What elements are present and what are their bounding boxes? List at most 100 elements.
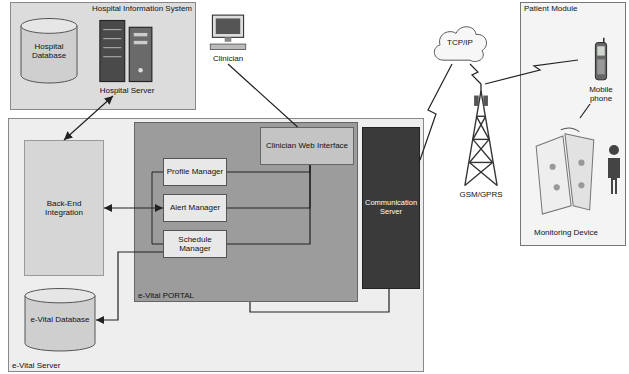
server-icon: Hospital Server bbox=[92, 16, 162, 96]
svg-rect bbox=[597, 59, 604, 74]
text-holder: Monitoring Device bbox=[530, 228, 602, 237]
text-holder: Schedule Manager bbox=[163, 230, 227, 258]
process-box: Clinician Web Interface bbox=[260, 127, 354, 165]
text-holder: e-Vital Server bbox=[12, 361, 420, 370]
connector bbox=[227, 165, 310, 172]
svg-line bbox=[103, 29, 121, 30]
network-cloud: TCP/IP bbox=[430, 22, 490, 64]
svg-rect bbox=[595, 43, 606, 80]
antenna-tower: GSM/GPRS bbox=[446, 84, 516, 200]
node-label: e-Vital Server bbox=[12, 361, 420, 370]
server-icon-shape bbox=[92, 16, 162, 84]
node-label: e-Vital Database bbox=[27, 315, 93, 324]
node-fill bbox=[135, 123, 358, 302]
node-fill bbox=[11, 3, 196, 110]
computer-icon-shape bbox=[200, 14, 256, 52]
svg-rect bbox=[597, 46, 604, 55]
connector bbox=[64, 96, 113, 140]
text-holder: Hospital Information System bbox=[14, 4, 192, 13]
phone-icon: Mobile phone bbox=[578, 36, 624, 104]
connector bbox=[470, 64, 481, 84]
node-label: Hospital Database bbox=[23, 42, 75, 60]
svg-path bbox=[565, 134, 594, 210]
node-label: e-Vital PORTAL bbox=[138, 291, 354, 300]
node-label: TCP/IP bbox=[433, 38, 487, 47]
text-holder: Alert Manager bbox=[163, 194, 227, 222]
module-box: Patient ModuleMobile phoneMonitoring Dev… bbox=[520, 2, 626, 246]
svg-circle bbox=[578, 160, 584, 166]
computer-icon: Clinician bbox=[200, 14, 256, 64]
server-box: Communication Server bbox=[362, 127, 420, 289]
node-label: Alert Manager bbox=[166, 203, 224, 212]
node-label: Back-End Integration bbox=[27, 199, 101, 217]
process-box: Schedule Manager bbox=[163, 230, 227, 258]
text-holder: Communication Server bbox=[362, 127, 420, 289]
database-cylinder: Hospital Database bbox=[20, 18, 78, 84]
svg-path bbox=[25, 296, 95, 351]
svg-line bbox=[473, 139, 493, 162]
process-box: Back-End Integration bbox=[24, 140, 104, 276]
svg-g bbox=[465, 91, 497, 186]
connector bbox=[485, 60, 578, 84]
portal-box: e-Vital PORTAL Clinician Web InterfacePro… bbox=[134, 122, 358, 302]
svg-line bbox=[473, 139, 489, 140]
text-holder: Profile Manager bbox=[163, 158, 227, 186]
device-illustration: Monitoring Device bbox=[530, 118, 602, 238]
text-holder: Hospital Database bbox=[20, 18, 78, 84]
node-label: Clinician bbox=[200, 54, 256, 63]
text-holder: Hospital Server bbox=[92, 86, 162, 95]
node-label: Communication Server bbox=[365, 199, 417, 216]
text-holder: Clinician Web Interface bbox=[260, 127, 354, 165]
svg-rect bbox=[474, 96, 479, 106]
text-holder: GSM/GPRS bbox=[446, 190, 516, 199]
node-fill bbox=[521, 3, 626, 246]
bracket-tick bbox=[152, 244, 163, 245]
svg-circle bbox=[578, 182, 584, 188]
node-label: Schedule Manager bbox=[166, 235, 224, 253]
node-fill bbox=[164, 195, 227, 222]
svg-circle bbox=[138, 68, 143, 73]
svg-rect bbox=[129, 27, 152, 81]
svg-line bbox=[480, 84, 481, 93]
node-label: GSM/GPRS bbox=[446, 190, 516, 199]
connector bbox=[580, 104, 590, 118]
text-holder: Back-End Integration bbox=[24, 140, 104, 276]
connector bbox=[227, 165, 310, 244]
node-label: Clinician Web Interface bbox=[263, 141, 351, 150]
node-label: Patient Module bbox=[524, 4, 622, 13]
person-head bbox=[609, 145, 619, 155]
server-box: e-Vital Server Back-End Integration e-Vita… bbox=[8, 118, 424, 372]
text-holder: e-Vital Database bbox=[24, 288, 96, 352]
node-label: Mobile phone bbox=[578, 85, 624, 103]
database-cylinder: e-Vital Database bbox=[24, 288, 96, 352]
node-label: Hospital Server bbox=[92, 86, 162, 95]
svg-line bbox=[476, 116, 489, 139]
connector bbox=[227, 165, 310, 208]
svg-rect bbox=[212, 15, 243, 37]
svg-line bbox=[465, 162, 493, 185]
text-holder: e-Vital PORTAL bbox=[138, 291, 354, 300]
svg-circle bbox=[550, 164, 556, 170]
svg-ellipse bbox=[25, 289, 95, 303]
svg-line bbox=[103, 56, 121, 57]
text-holder: TCP/IP bbox=[430, 22, 490, 64]
svg-line bbox=[476, 116, 485, 117]
node-label: Monitoring Device bbox=[530, 228, 602, 237]
svg-path bbox=[536, 136, 571, 214]
phone-icon-shape bbox=[578, 36, 624, 83]
process-box: Profile Manager bbox=[163, 158, 227, 186]
node-label: Profile Manager bbox=[166, 167, 224, 176]
bracket-tick bbox=[152, 172, 163, 173]
svg-line bbox=[473, 116, 486, 139]
node-label: Hospital Information System bbox=[14, 4, 192, 13]
connector bbox=[96, 252, 163, 320]
svg-ellipse bbox=[21, 19, 77, 34]
svg-rect bbox=[134, 41, 148, 44]
node-fill bbox=[9, 119, 424, 372]
system-box: Hospital Information SystemHospital Data… bbox=[10, 2, 196, 110]
svg-line bbox=[469, 162, 497, 185]
node-fill bbox=[25, 141, 104, 276]
person-body bbox=[608, 158, 620, 194]
svg-line bbox=[103, 38, 121, 39]
